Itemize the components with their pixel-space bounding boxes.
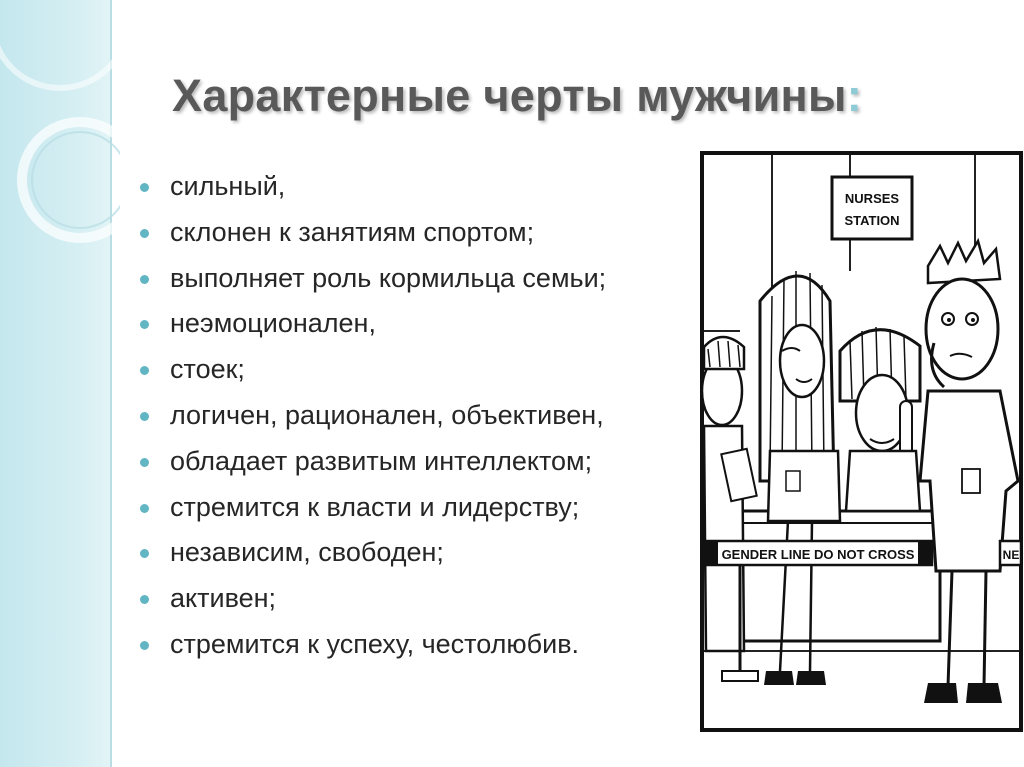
list-item: стремится к власти и лидерству;	[140, 485, 606, 531]
list-item: выполняет роль кормильца семьи;	[140, 256, 606, 302]
bullet-dot-icon	[140, 549, 149, 559]
bullet-dot-icon	[140, 457, 149, 467]
sign-line-1: NURSES	[845, 191, 900, 206]
list-item: стремится к успеху, честолюбив.	[140, 622, 606, 668]
bullet-dot-icon	[140, 503, 149, 513]
bullet-dot-icon	[140, 228, 149, 238]
list-item: неэмоционален,	[140, 301, 606, 347]
list-item: обладает развитым интеллектом;	[140, 439, 606, 485]
list-item: логичен, рационален, объективен,	[140, 393, 606, 439]
caution-tape: GENDER LINE DO NOT CROSS NE	[702, 539, 1023, 567]
bullet-dot-icon	[140, 274, 149, 284]
sign-line-2: STATION	[844, 213, 899, 228]
bullet-dot-icon	[140, 411, 149, 421]
bullet-dot-icon	[140, 183, 149, 192]
list-item: стоек;	[140, 347, 606, 393]
list-item: сильный,	[140, 164, 606, 210]
traits-list: сильный, склонен к занятиям спортом; вып…	[140, 164, 606, 668]
list-item: активен;	[140, 576, 606, 622]
decorative-rings	[0, 44, 120, 243]
list-item: склонен к занятиям спортом;	[140, 210, 606, 256]
nurses-station-cartoon: NURSES STATION	[700, 151, 1023, 732]
bullet-dot-icon	[140, 320, 149, 330]
list-item: независим, свободен;	[140, 530, 606, 576]
bullet-dot-icon	[140, 366, 149, 376]
tape-text-cut: NE	[1003, 548, 1020, 562]
bullet-dot-icon	[140, 595, 149, 605]
slide-title: Характерные черты мужчины:	[172, 70, 863, 121]
tape-text: GENDER LINE DO NOT CROSS	[722, 547, 915, 562]
bullet-dot-icon	[140, 640, 149, 650]
